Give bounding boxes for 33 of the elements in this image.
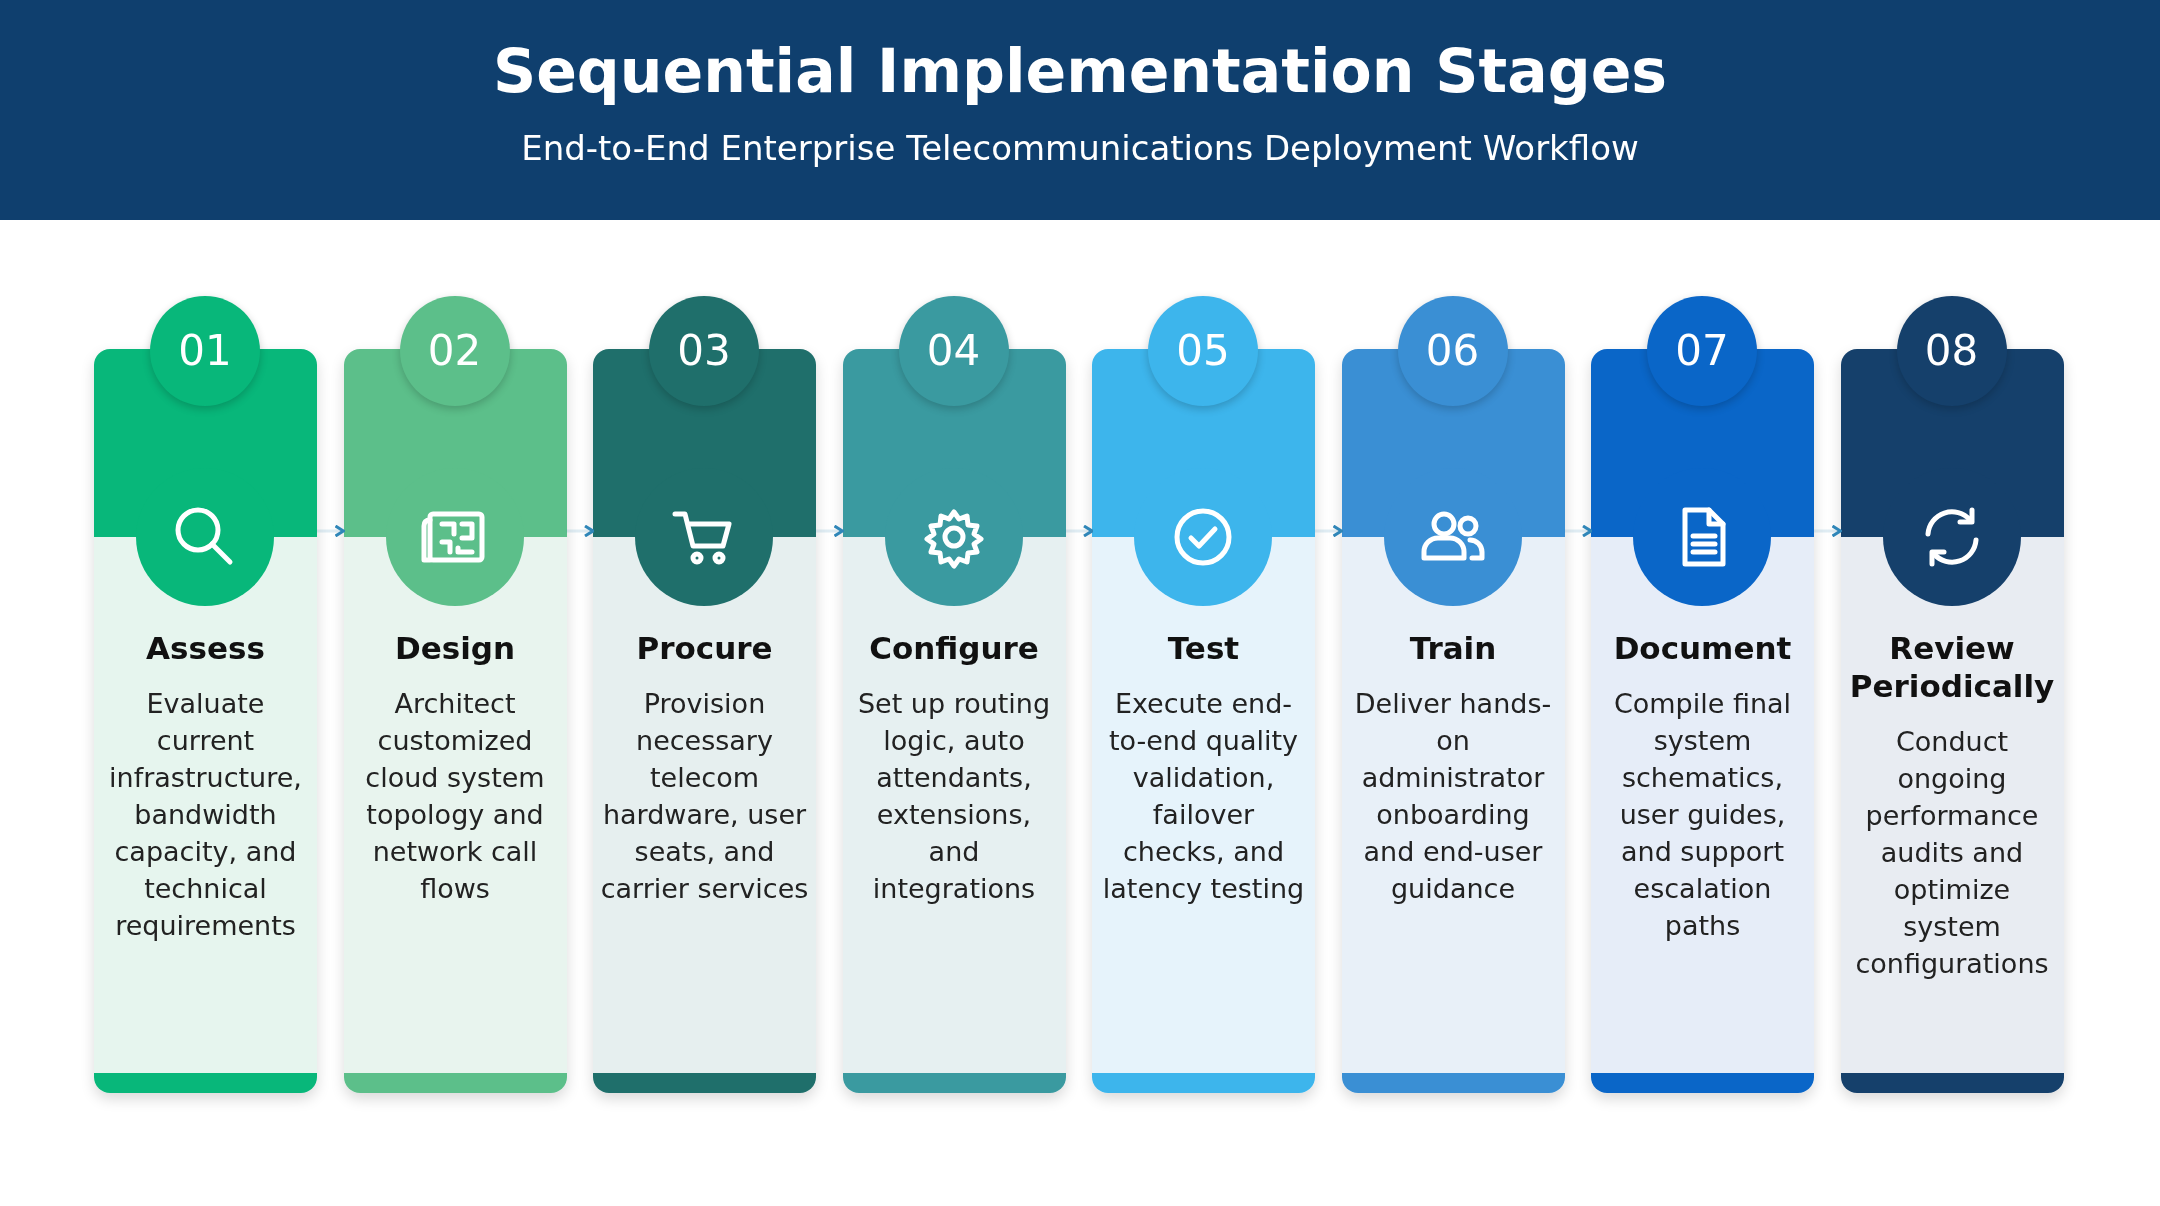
step-number: 01 xyxy=(150,296,260,406)
step-number: 08 xyxy=(1896,296,2007,406)
chevron-arrow xyxy=(1814,524,1842,538)
step-number: 06 xyxy=(1397,296,1508,406)
chevron-arrow xyxy=(1315,524,1343,538)
chevron-arrow xyxy=(816,524,844,538)
stage-description: Execute end-to-end quality validation, failover checks, and latency testing xyxy=(1101,687,1306,906)
step-number: 07 xyxy=(1647,296,1757,406)
chevron-arrow xyxy=(566,524,595,538)
stage-description: Conduct ongoing performance audits and optimize system configurations xyxy=(1854,725,2050,981)
stage-heading: Train xyxy=(1409,629,1497,667)
title: Sequential Implementation Stages xyxy=(491,36,1669,106)
stage-heading: Procure xyxy=(636,629,773,667)
step-number: 03 xyxy=(649,296,759,406)
chevron-arrow xyxy=(1065,524,1094,538)
stage-description: Compile final system schematics, user guides, and support escalation paths xyxy=(1612,687,1793,943)
stage-heading: Document xyxy=(1613,629,1792,667)
stage-description: Evaluate current infrastructure, bandwidth capacity, and technical requirements xyxy=(108,687,303,943)
stage-description: Deliver hands-on administrator onboarding and end-user guidance xyxy=(1353,687,1553,906)
stage-description: Provision necessary telecom hardware, user seats, and carrier services xyxy=(599,687,810,906)
stage-heading: Assess xyxy=(146,629,265,667)
subtitle: End-to-End Enterprise Telecommunications Deployment Workflow xyxy=(520,128,1640,168)
chevron-arrow xyxy=(1564,524,1593,538)
stage-heading: Test xyxy=(1167,629,1240,667)
step-number: 04 xyxy=(898,296,1009,406)
stage-description: Set up routing logic, auto attendants, extensions, and integrations xyxy=(856,687,1052,906)
stage-description: Architect customized cloud system topology and network call flows xyxy=(364,687,546,906)
stage-heading: Design xyxy=(394,629,516,667)
stage-heading: Review Periodically xyxy=(1848,629,2056,705)
stage-heading: Configure xyxy=(869,629,1039,667)
step-number: 02 xyxy=(399,296,510,406)
step-number: 05 xyxy=(1148,296,1258,406)
chevron-arrow xyxy=(317,524,345,538)
